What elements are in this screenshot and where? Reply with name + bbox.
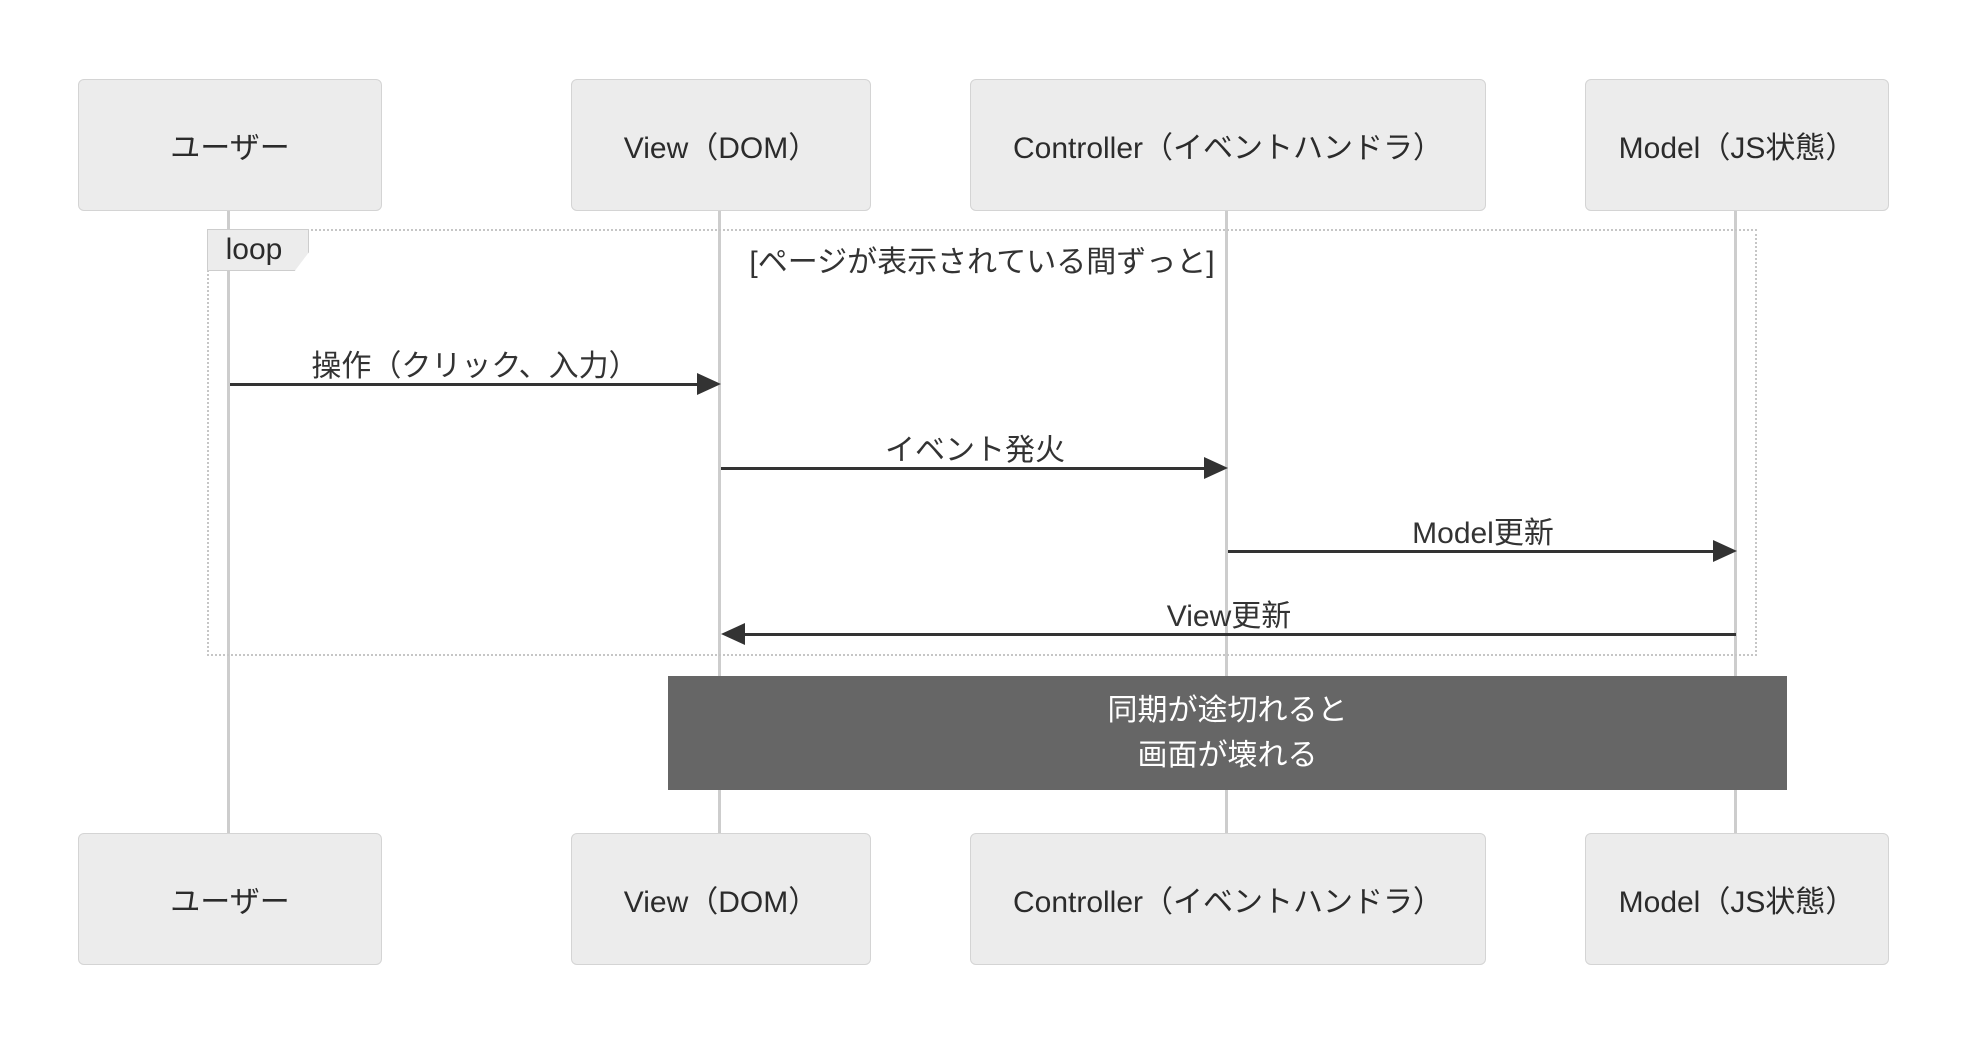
lifeline-user (227, 211, 230, 833)
actor-box-model-top: Model（JS状態） (1585, 79, 1889, 211)
note-box: 同期が途切れると 画面が壊れる (668, 676, 1787, 790)
loop-label: loop (207, 229, 309, 271)
loop-frame (207, 229, 1757, 656)
message-line-operation (230, 383, 701, 386)
arrowhead-left-icon (721, 623, 745, 645)
note-line-1: 同期が途切れると (1107, 694, 1348, 727)
lifeline-view (718, 211, 721, 833)
message-line-event-fire (721, 467, 1204, 470)
lifeline-model (1734, 211, 1737, 833)
arrowhead-right-icon (697, 373, 721, 395)
message-label-operation: 操作（クリック、入力） (311, 350, 639, 383)
actor-box-controller-bottom: Controller（イベントハンドラ） (970, 833, 1486, 965)
message-line-model-update (1228, 550, 1713, 553)
actor-box-controller-top: Controller（イベントハンドラ） (970, 79, 1486, 211)
actor-box-model-bottom: Model（JS状態） (1585, 833, 1889, 965)
arrowhead-right-icon (1713, 540, 1737, 562)
message-label-event-fire: イベント発火 (885, 434, 1065, 467)
actor-box-user-bottom: ユーザー (78, 833, 382, 965)
loop-condition: [ページが表示されている間ずっと] (749, 246, 1215, 279)
lifeline-controller (1225, 211, 1228, 833)
message-label-view-update: View更新 (1166, 600, 1292, 633)
actor-box-user-top: ユーザー (78, 79, 382, 211)
actor-box-view-top: View（DOM） (571, 79, 871, 211)
note-line-2: 画面が壊れる (1137, 739, 1318, 772)
arrowhead-right-icon (1204, 457, 1228, 479)
message-label-model-update: Model更新 (1412, 517, 1554, 550)
message-line-view-update (745, 633, 1736, 636)
actor-box-view-bottom: View（DOM） (571, 833, 871, 965)
